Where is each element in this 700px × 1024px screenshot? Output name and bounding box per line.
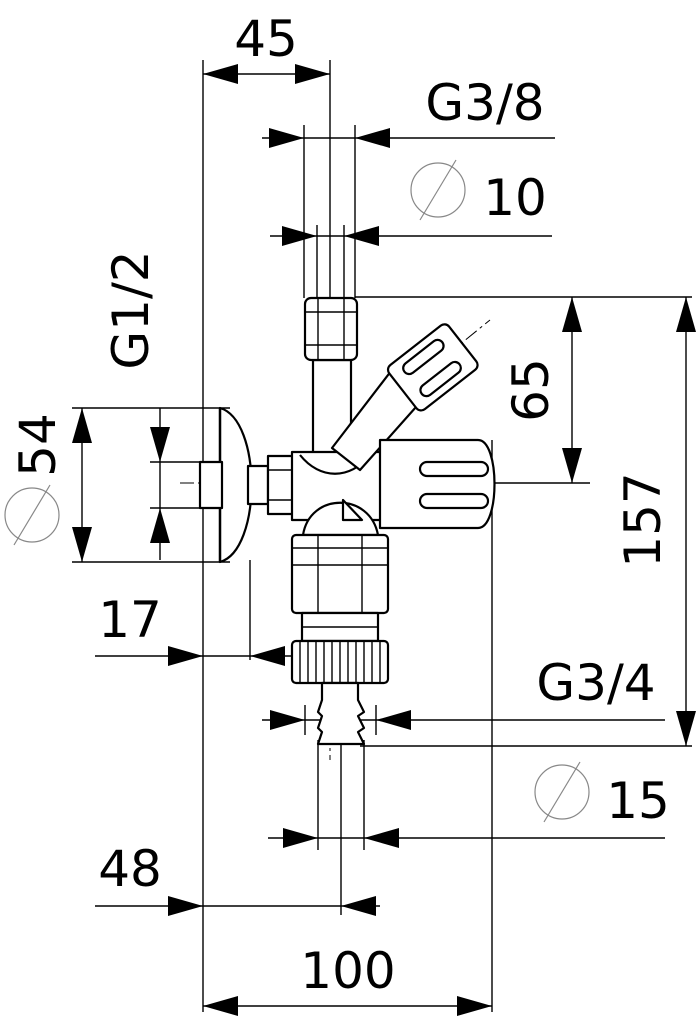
dim-offset-wall: 17 <box>98 591 162 649</box>
dim-thread-outlet: G3/4 <box>536 654 655 712</box>
dim-height-total: 157 <box>614 472 672 567</box>
dim-pipe-top: 10 <box>483 169 547 227</box>
dim-hose-outlet: 15 <box>606 772 670 830</box>
dim-thread-top: G3/8 <box>425 74 544 132</box>
dim-thread-inlet: G1/2 <box>102 250 160 369</box>
diameter-icon <box>4 484 60 546</box>
dimension-arrows <box>72 64 696 1016</box>
dim-width-total: 100 <box>300 942 395 1000</box>
valve-drawing <box>180 280 560 760</box>
dim-height-upper: 65 <box>502 358 560 422</box>
dim-width-top: 45 <box>234 10 298 68</box>
diameter-icon <box>534 761 590 823</box>
dim-offset-outlet: 48 <box>98 840 162 898</box>
diameter-icon <box>410 159 466 221</box>
dim-rosette: 54 <box>9 413 67 477</box>
